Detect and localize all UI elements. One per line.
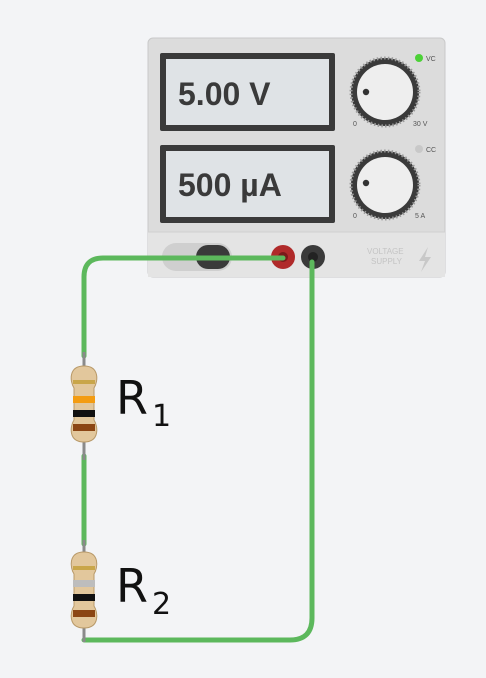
band-gold [73, 380, 95, 384]
band-brown [73, 610, 95, 617]
voltage-readout: 5.00 V [178, 76, 271, 112]
current-display: 500 µA [160, 145, 335, 223]
band-orange [73, 396, 95, 403]
voltage-supply[interactable]: 5.00 V 500 µA VC CC 0 30 V 0 5 [147, 37, 446, 278]
vc-led [415, 54, 423, 62]
vc-label: VC [426, 56, 436, 63]
r2-label: R [116, 559, 148, 613]
voltage-knob-max-label: 30 V [413, 121, 428, 128]
resistor-r2[interactable] [70, 551, 98, 629]
band-gold [73, 566, 95, 570]
knob-indicator [362, 88, 370, 96]
brand-line-2: SUPPLY [371, 257, 403, 266]
band-black [73, 594, 95, 601]
negative-terminal[interactable] [301, 245, 325, 269]
current-knob-max-label: 5 A [415, 213, 425, 220]
lightning-icon [419, 247, 431, 272]
r1-label: R [116, 371, 148, 425]
current-knob[interactable] [349, 149, 421, 221]
cc-led [415, 145, 423, 153]
knob-indicator [362, 179, 370, 187]
cc-label: CC [426, 147, 436, 154]
wire-r2-to-negative [81, 259, 315, 643]
band-black [73, 410, 95, 417]
wires[interactable] [81, 255, 315, 643]
current-readout: 500 µA [178, 167, 282, 203]
band-grey [73, 580, 95, 587]
voltage-knob-min-label: 0 [353, 121, 357, 128]
voltage-knob[interactable] [349, 56, 421, 128]
r1-subscript: 1 [152, 399, 171, 434]
brand-line-1: VOLTAGE [367, 247, 404, 256]
current-knob-min-label: 0 [353, 213, 357, 220]
band-brown [73, 424, 95, 431]
r2-subscript: 2 [152, 587, 171, 622]
wire-positive-to-r1 [81, 255, 286, 359]
voltage-display: 5.00 V [160, 53, 335, 131]
resistor-r1[interactable] [70, 365, 98, 443]
